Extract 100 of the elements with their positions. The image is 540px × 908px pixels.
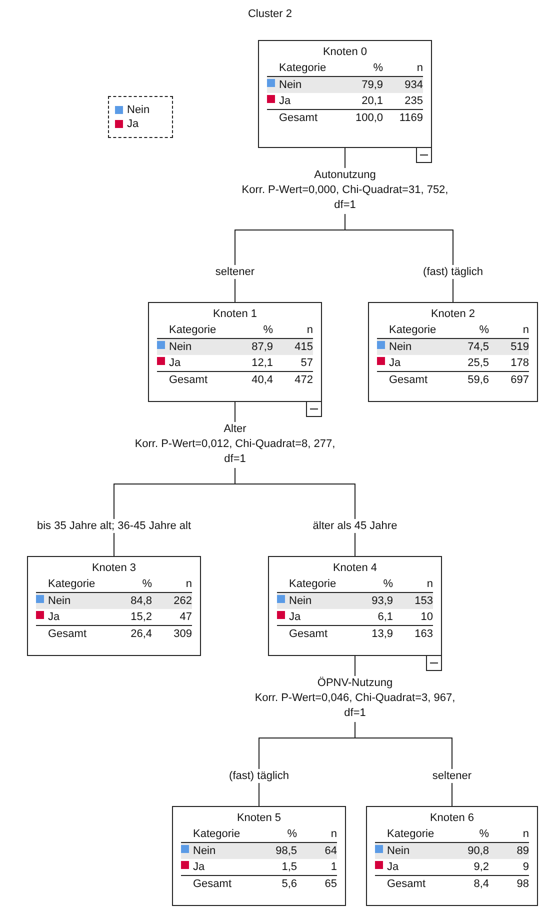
- percent-value: 26,4: [130, 628, 152, 640]
- category-label: Ja: [389, 357, 402, 369]
- split-statistics: Korr. P-Wert=0,000, Chi-Quadrat=31, 752, df=1: [240, 183, 450, 213]
- edge-label: bis 35 Jahre alt; 36-45 Jahre alt: [34, 519, 194, 533]
- edge-label: seltener: [430, 769, 474, 783]
- column-header: Kategorie: [279, 62, 328, 74]
- category-label: Ja: [289, 611, 302, 623]
- category-label: Gesamt: [169, 374, 209, 386]
- column-header: Kategorie: [387, 828, 436, 840]
- connector-line: [344, 148, 346, 168]
- column-header: n: [184, 578, 192, 590]
- percent-value: 12,1: [250, 357, 273, 369]
- count-value: 9: [522, 861, 529, 873]
- percent-value: 6,1: [376, 611, 393, 623]
- column-header: Kategorie: [48, 578, 96, 590]
- category-label: Nein: [387, 845, 411, 857]
- tree-node-box: [258, 40, 432, 148]
- category-label: Ja: [193, 861, 206, 873]
- percent-value: 84,8: [130, 595, 152, 607]
- diagram-title: Cluster 2: [246, 8, 294, 20]
- percent-value: 8,4: [472, 878, 489, 890]
- category-label: Nein: [48, 595, 72, 607]
- count-value: 697: [510, 374, 529, 386]
- column-header: Kategorie: [389, 324, 438, 336]
- connector-line: [344, 214, 454, 302]
- category-label: Ja: [48, 611, 61, 623]
- percent-value: 74,5: [466, 341, 489, 353]
- category-label: Ja: [279, 95, 292, 107]
- count-value: 415: [294, 341, 313, 353]
- category-label: Ja: [169, 357, 182, 369]
- split-statistics: Korr. P-Wert=0,012, Chi-Quadrat=8, 277, df=1: [134, 437, 336, 467]
- split-statistics: Korr. P-Wert=0,046, Chi-Quadrat=3, 967, df=1: [254, 691, 456, 721]
- tree-node-box: [366, 806, 538, 906]
- node-heading: Knoten 4: [332, 561, 378, 576]
- count-value: 163: [414, 628, 433, 640]
- column-header: %: [286, 828, 297, 840]
- category-label: Gesamt: [193, 878, 233, 890]
- column-header: Kategorie: [193, 828, 242, 840]
- column-header: %: [478, 828, 489, 840]
- count-value: 89: [516, 845, 529, 857]
- count-value: 309: [172, 628, 192, 640]
- column-header: n: [306, 324, 313, 336]
- column-header: %: [478, 324, 489, 336]
- category-label: Gesamt: [289, 628, 329, 640]
- count-value: 262: [172, 595, 192, 607]
- tree-node-box: [172, 806, 346, 906]
- column-header: n: [416, 62, 423, 74]
- split-variable: ÖPNV-Nutzung: [317, 676, 393, 691]
- category-label: Nein: [169, 341, 193, 353]
- node-heading: Knoten 0: [322, 45, 368, 60]
- node-heading: Knoten 1: [212, 307, 258, 322]
- count-value: 64: [324, 845, 337, 857]
- percent-value: 5,6: [280, 878, 297, 890]
- percent-value: 90,8: [466, 845, 489, 857]
- category-label: Nein: [279, 79, 303, 91]
- count-value: 1: [330, 861, 337, 873]
- count-value: 98: [516, 878, 529, 890]
- count-value: 934: [404, 79, 423, 91]
- percent-value: 93,9: [370, 595, 393, 607]
- split-variable: Autonutzung: [314, 168, 376, 183]
- count-value: 10: [420, 611, 433, 623]
- percent-value: 87,9: [250, 341, 273, 353]
- connector-line: [354, 722, 452, 806]
- count-value: 1169: [398, 112, 423, 124]
- category-label: Gesamt: [387, 878, 427, 890]
- edge-label: älter als 45 Jahre: [310, 519, 400, 533]
- category-label: Nein: [193, 845, 217, 857]
- tree-node-box: [268, 556, 442, 656]
- percent-value: 40,4: [250, 374, 273, 386]
- count-value: 519: [510, 341, 529, 353]
- column-header: Kategorie: [169, 324, 218, 336]
- edge-label: seltener: [213, 265, 257, 279]
- column-header: n: [330, 828, 337, 840]
- tree-node-box: [368, 302, 538, 402]
- category-label: Gesamt: [48, 628, 88, 640]
- count-value: 47: [178, 611, 192, 623]
- count-value: 65: [324, 878, 337, 890]
- percent-value: 100,0: [354, 112, 383, 124]
- node-heading: Knoten 5: [236, 811, 282, 826]
- column-header: %: [382, 578, 393, 590]
- split-variable: Alter: [224, 422, 246, 437]
- count-value: 235: [404, 95, 423, 107]
- category-label: Nein: [289, 595, 313, 607]
- node-heading: Knoten 3: [90, 561, 138, 576]
- column-header: %: [262, 324, 273, 336]
- legend-label: Ja: [127, 117, 139, 131]
- edge-label: (fast) täglich: [227, 769, 291, 783]
- percent-value: 13,9: [370, 628, 393, 640]
- column-header: n: [426, 578, 433, 590]
- tree-node-box: [148, 302, 322, 402]
- category-label: Nein: [389, 341, 413, 353]
- percent-value: 1,5: [280, 861, 297, 873]
- column-header: n: [522, 828, 529, 840]
- column-header: Kategorie: [289, 578, 338, 590]
- percent-value: 98,5: [274, 845, 297, 857]
- category-label: Ja: [387, 861, 400, 873]
- legend-label: Nein: [127, 103, 150, 117]
- node-heading: Knoten 6: [428, 811, 476, 826]
- column-header: %: [141, 578, 152, 590]
- category-label: Gesamt: [389, 374, 429, 386]
